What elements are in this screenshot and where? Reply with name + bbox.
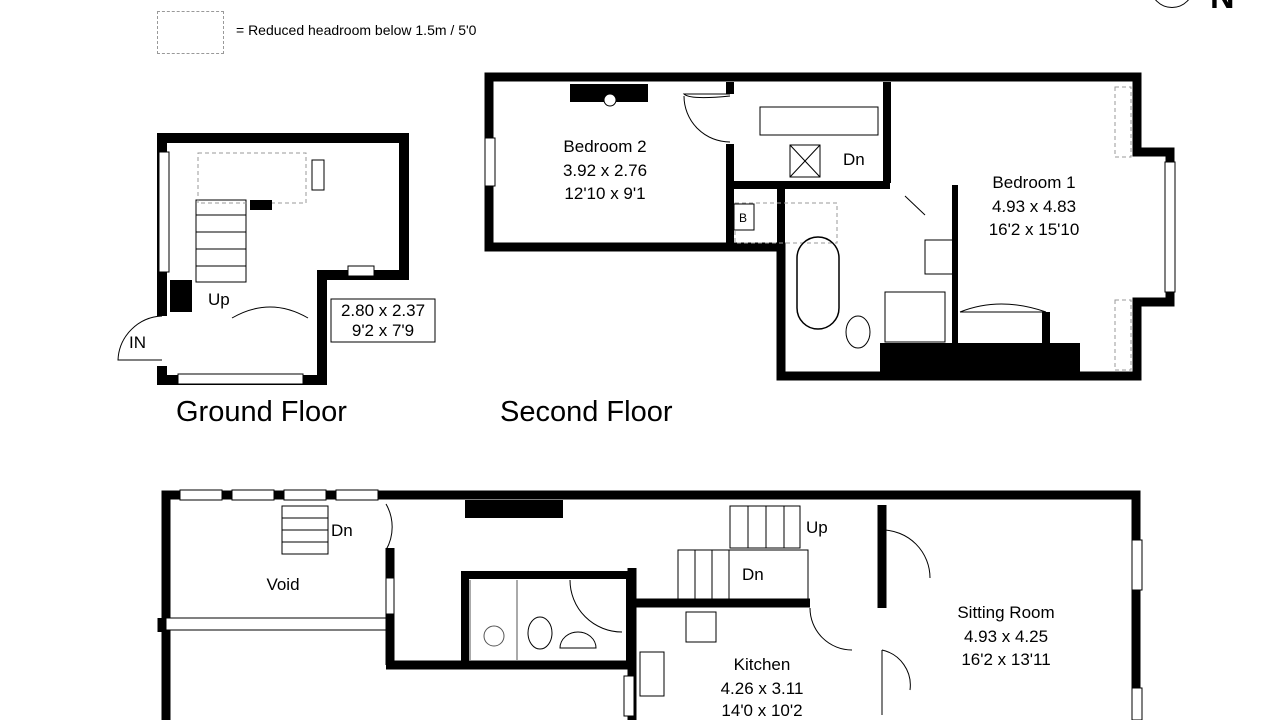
bedroom1-headroom-bottom (1114, 299, 1132, 371)
bathroom-toilet (845, 315, 871, 349)
sitting-room-name: Sitting Room (957, 603, 1054, 622)
bedroom2-door-swing (683, 95, 731, 143)
bedroom2-window (484, 137, 496, 187)
shower-drain (483, 625, 505, 647)
ground-room-imperial: 9'2 x 7'9 (352, 321, 414, 340)
sitting-room-imperial: 16'2 x 13'11 (961, 650, 1050, 669)
bedroom2-name: Bedroom 2 (563, 137, 646, 156)
first-dn-label: Dn (742, 565, 764, 584)
void-dn-label: Dn (331, 521, 353, 540)
chimney-breast (570, 84, 648, 102)
second-floor-walls (484, 72, 1175, 381)
entrance-label: IN (129, 333, 146, 352)
second-dn-label: Dn (843, 150, 865, 169)
compass-north-letter: N (1210, 0, 1235, 17)
entrance-opening (157, 316, 169, 366)
ground-window-bottom (177, 373, 304, 385)
bedroom1-headroom-top (1114, 86, 1132, 158)
ground-room-metric: 2.80 x 2.37 (341, 301, 425, 320)
bedroom2-metric: 3.92 x 2.76 (563, 161, 647, 180)
first-floor-walls (161, 490, 1141, 720)
ground-reduced-headroom (197, 152, 307, 204)
boiler-box (733, 203, 755, 231)
first-up-label: Up (806, 518, 828, 537)
first-chimney-breast (465, 500, 563, 518)
ground-room-label-box (330, 298, 436, 343)
first-stairs-up (729, 505, 801, 549)
boiler-label: B (739, 211, 747, 225)
bedroom2-imperial: 12'10 x 9'1 (564, 184, 645, 203)
ground-window-left (158, 151, 170, 273)
sitting-room-metric: 4.93 x 4.25 (964, 627, 1048, 646)
bathroom-basin (924, 239, 956, 275)
bedroom1-imperial: 16'2 x 15'10 (989, 220, 1080, 239)
ground-floor-walls (157, 133, 409, 385)
ground-stairs (195, 199, 247, 283)
void-lower-window (165, 617, 387, 631)
second-floor-title: Second Floor (500, 396, 673, 428)
entrance-door-swing (117, 315, 163, 361)
legend-text: = Reduced headroom below 1.5m / 5'0 (236, 22, 477, 38)
void-name: Void (266, 575, 299, 594)
kitchen-sink (639, 651, 665, 697)
ground-floor-plan: Up IN (117, 133, 409, 385)
ground-up-label: Up (208, 290, 230, 309)
bedroom1-bay-window (1164, 161, 1176, 293)
second-stairs (759, 106, 879, 136)
bedroom1-name: Bedroom 1 (992, 173, 1075, 192)
shower-tray (884, 291, 946, 343)
second-floor-plan: Dn B (484, 72, 1176, 381)
legend-swatch (157, 11, 224, 54)
kitchen-metric: 4.26 x 3.11 (721, 679, 804, 698)
first-basin (559, 631, 597, 649)
ground-window-right (347, 265, 375, 277)
ground-floor-title: Ground Floor (176, 396, 347, 428)
first-toilet (527, 616, 553, 650)
kitchen-imperial: 14'0 x 10'2 (721, 701, 802, 720)
bath-tub (796, 236, 840, 330)
first-floor-plan: Dn Dn Up (157, 489, 1143, 720)
bedroom1-metric: 4.93 x 4.83 (992, 197, 1076, 216)
sitting-room-window (1131, 539, 1143, 591)
kitchen-hob (685, 611, 717, 643)
kitchen-name: Kitchen (734, 655, 791, 674)
